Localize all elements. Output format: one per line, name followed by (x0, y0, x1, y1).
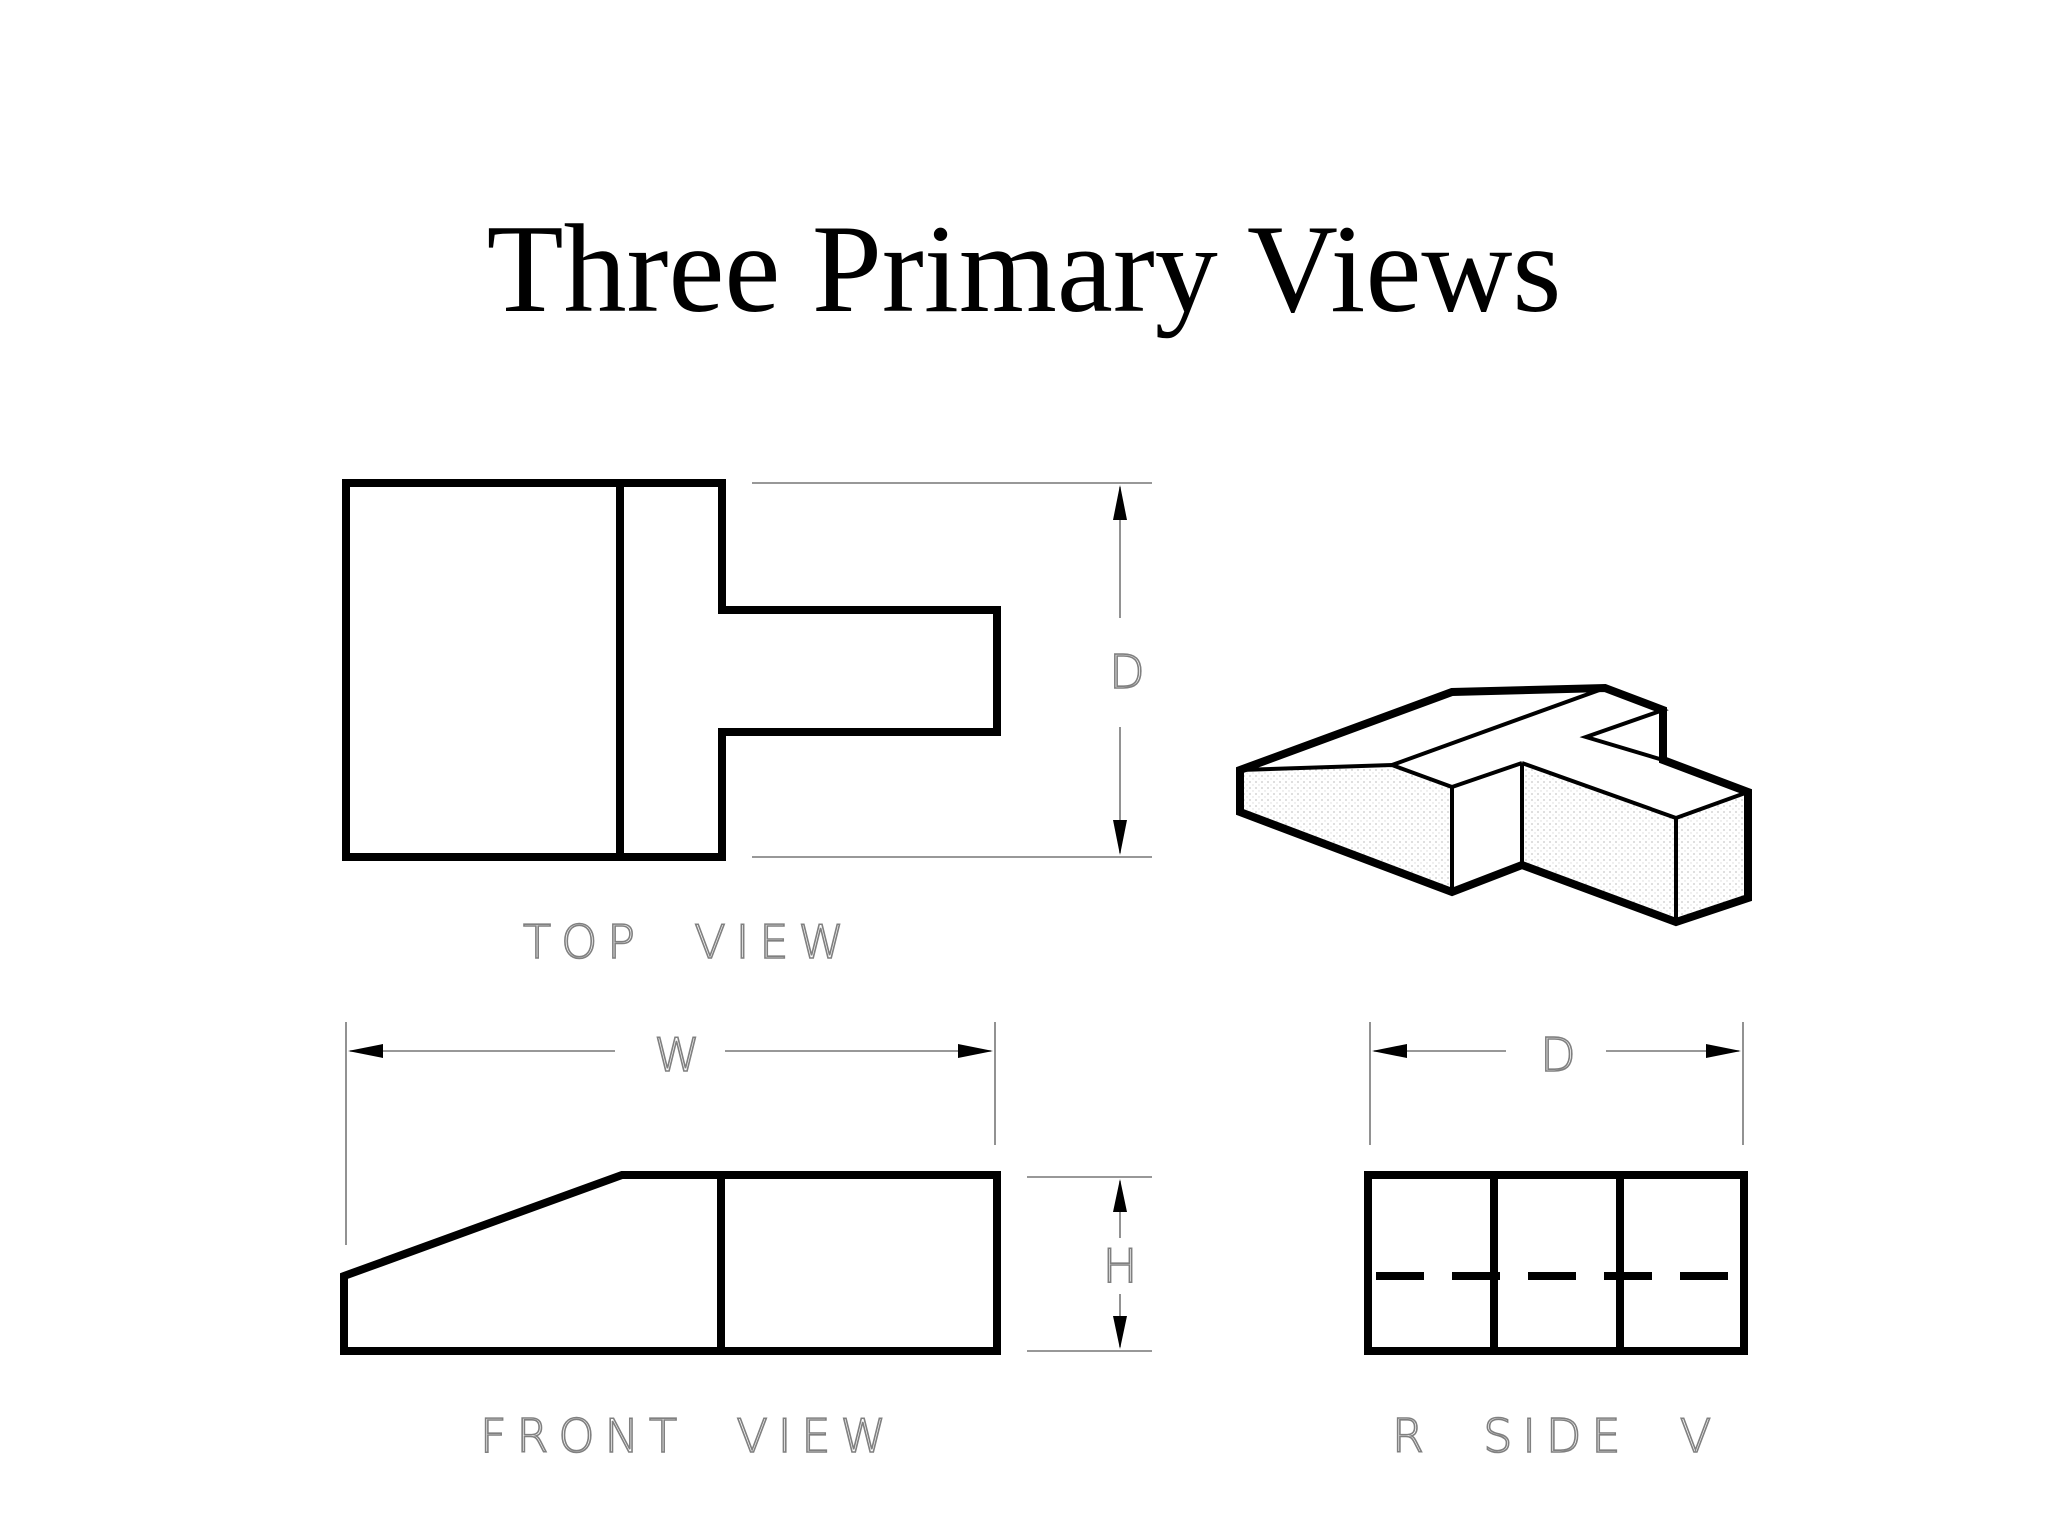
dimension-label-w: W (654, 1028, 699, 1082)
arrow-down (1113, 820, 1127, 855)
arrow-up (1113, 1179, 1127, 1212)
isometric-view (1236, 683, 1752, 927)
arrow-down (1113, 1316, 1127, 1349)
front-width-dimension: W (345, 1022, 996, 1245)
side-depth-dimension: D (1369, 1022, 1744, 1145)
iso-edge-ridge (1391, 686, 1606, 767)
side-view-label: R SIDE V (1392, 1409, 1721, 1463)
top-depth-dimension: D (752, 482, 1152, 858)
right-side-view: D R SIDE V (1364, 1022, 1748, 1464)
arrow-left (1372, 1044, 1407, 1058)
top-view-outline (342, 479, 1001, 861)
iso-stem-end-face (1676, 792, 1748, 917)
iso-outline (1236, 683, 1752, 927)
top-view-label: TOP VIEW (523, 915, 854, 969)
iso-edge-stem-end-top (1675, 790, 1749, 820)
arrow-right (958, 1044, 993, 1058)
front-view: W H FRONT VIEW (340, 1022, 1152, 1464)
dimension-label-d: D (1109, 645, 1144, 699)
dimension-label-h: H (1103, 1239, 1138, 1293)
iso-slope-left-face (1240, 765, 1452, 890)
front-view-outline (340, 1171, 1001, 1355)
iso-edge-stem-top (1521, 761, 1677, 820)
iso-edge-top-front (1451, 761, 1523, 789)
front-height-dimension: H (1027, 1176, 1152, 1352)
arrow-up (1113, 485, 1127, 520)
top-view: D TOP VIEW (342, 479, 1152, 970)
dimension-label-d: D (1540, 1028, 1575, 1082)
iso-stem-side-face (1522, 763, 1676, 917)
arrow-left (348, 1044, 383, 1058)
side-view-outline (1364, 1171, 1748, 1355)
slide-title: Three Primary Views (486, 200, 1562, 339)
iso-edge-notch (1579, 686, 1669, 762)
front-view-label: FRONT VIEW (480, 1409, 896, 1463)
arrow-right (1706, 1044, 1741, 1058)
